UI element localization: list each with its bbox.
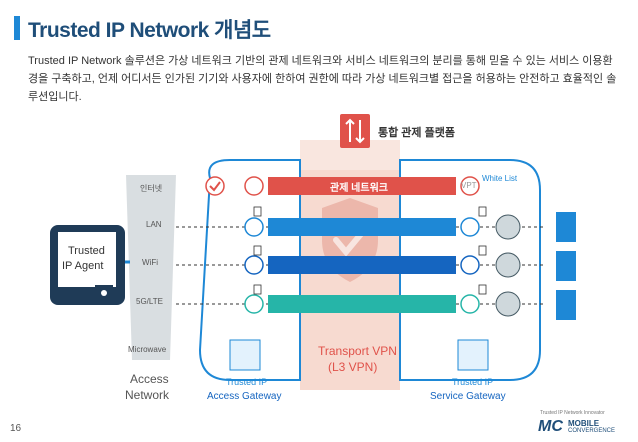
- title-accent-bar: [14, 16, 20, 40]
- node-circle: [460, 294, 480, 314]
- access-gateway-line1: Trusted IP: [226, 377, 268, 387]
- document-icon: [253, 284, 262, 295]
- document-icon: [253, 245, 262, 256]
- node-circle: [460, 217, 480, 237]
- router-icon: [495, 214, 521, 240]
- service-gateway-device: [457, 339, 489, 371]
- logo-line1: MOBILE: [568, 419, 600, 428]
- transport-vpn-line2: (L3 VPN): [328, 360, 378, 374]
- service-bar-1: [268, 218, 456, 236]
- access-network-tower: [126, 175, 176, 360]
- page-number: 16: [10, 423, 22, 434]
- node-circle: [244, 176, 264, 196]
- access-network-label-line1: Access: [130, 372, 169, 386]
- service-bar-3: [268, 295, 456, 313]
- access-item-microwave: Microwave: [128, 345, 167, 354]
- access-gateway-region: [198, 159, 301, 381]
- access-gateway-line2: Access Gateway: [207, 391, 282, 402]
- description-text: Trusted IP Network 솔루션은 가상 네트워크 기반의 관제 네…: [28, 55, 617, 103]
- document-icon: [478, 284, 487, 295]
- service-gateway-line2: Service Gateway: [430, 391, 506, 402]
- server-icon: [556, 290, 576, 320]
- transport-vpn-line1: Transport VPN: [318, 344, 397, 358]
- document-icon: [478, 245, 487, 256]
- logo-tagline: Trusted IP Network Innovator: [540, 410, 605, 416]
- server-icon: [556, 251, 576, 281]
- node-circle: [460, 255, 480, 275]
- access-network-label-line2: Network: [125, 388, 170, 402]
- service-gateway-region: [399, 159, 541, 381]
- logo-line2: CONVERGENCE: [568, 428, 616, 434]
- node-circle: [244, 294, 264, 314]
- control-platform-label: 통합 관제 플랫폼: [378, 127, 455, 139]
- control-network-bar: [268, 177, 456, 195]
- document-icon: [478, 206, 487, 217]
- node-circle: [244, 217, 264, 237]
- control-network-label: 관제 네트워크: [330, 183, 388, 194]
- logo-main: MC: [538, 418, 563, 435]
- service-bar-2: [268, 256, 456, 274]
- company-logo: Trusted IP Network Innovator MC MOBILE C…: [532, 410, 632, 438]
- agent-label-line2: IP Agent: [62, 260, 104, 272]
- control-platform-icon: [340, 114, 370, 148]
- node-circle: [460, 176, 480, 196]
- access-gateway-device: [229, 339, 261, 371]
- vpt-label: VPT: [461, 181, 477, 190]
- access-item-wifi: WiFi: [142, 258, 158, 267]
- access-item-lan: LAN: [146, 220, 162, 229]
- node-circle: [244, 255, 264, 275]
- agent-label-line1: Trusted: [68, 245, 105, 257]
- server-icon: [556, 212, 576, 242]
- document-icon: [253, 206, 262, 217]
- service-gateway-line1: Trusted IP: [452, 377, 494, 387]
- page-title: Trusted IP Network 개념도: [28, 19, 271, 42]
- check-circle-icon: [205, 176, 225, 196]
- router-icon: [495, 252, 521, 278]
- access-item-5g-lte: 5G/LTE: [136, 297, 163, 306]
- white-list-label: White List: [482, 174, 518, 183]
- access-item-internet: 인터넷: [140, 184, 163, 193]
- router-icon: [495, 291, 521, 317]
